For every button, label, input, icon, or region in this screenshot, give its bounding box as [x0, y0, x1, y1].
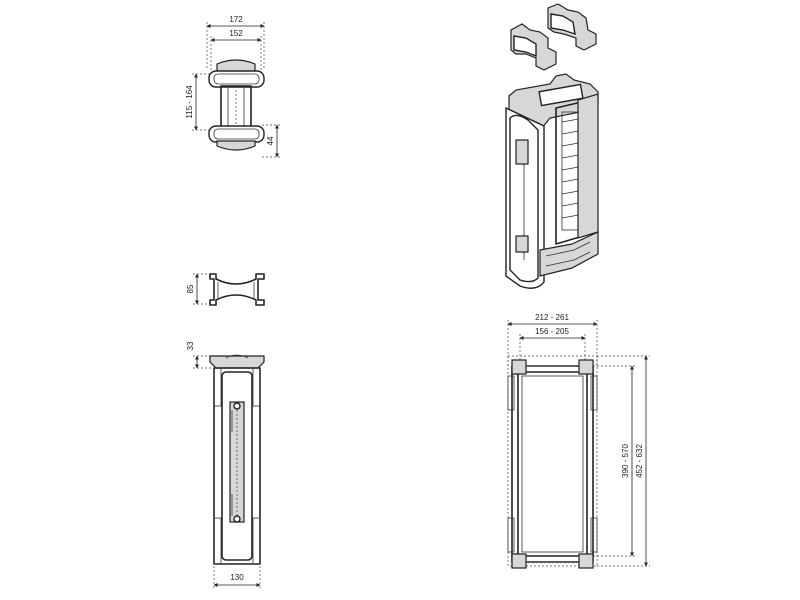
- bracket-height-label: 85: [186, 284, 195, 293]
- base-width-label: 130: [230, 573, 244, 582]
- top-height-label: 33: [186, 341, 195, 350]
- plan-view: 212 - 261 156 - 205 390 - 570: [507, 313, 650, 569]
- plan-width-inner-label: 156 - 205: [535, 327, 569, 336]
- dimension-top-height: 33: [186, 341, 212, 369]
- offset-label: 44: [266, 136, 275, 145]
- plan-length-inner-label: 390 - 570: [621, 444, 630, 478]
- isometric-view: [505, 3, 599, 289]
- plan-width-outer-label: 212 - 261: [535, 313, 569, 322]
- width-outer-label: 172: [229, 15, 243, 24]
- top-view-shape: [208, 59, 265, 151]
- depth-label: 115 - 164: [185, 85, 194, 119]
- dimension-plan-length-outer: 452 - 632: [635, 355, 648, 567]
- dimension-width-inner: 152: [210, 29, 262, 70]
- dimension-bracket-height: 85: [186, 273, 212, 305]
- dimension-offset: 44: [262, 124, 281, 158]
- dimension-plan-width-inner: 156 - 205: [519, 327, 586, 368]
- dimension-plan-length-inner: 390 - 570: [621, 365, 634, 557]
- plan-length-outer-label: 452 - 632: [635, 444, 644, 478]
- bracket-side-view: 85: [186, 273, 265, 306]
- width-inner-label: 152: [229, 29, 243, 38]
- dimension-depth: 115 - 164: [185, 73, 210, 131]
- top-view: 172 152 115 - 164 44: [185, 15, 281, 158]
- side-view: 33 130: [186, 341, 265, 590]
- dimension-width-outer: 172: [206, 15, 265, 70]
- dimension-base-width: 130: [213, 573, 261, 587]
